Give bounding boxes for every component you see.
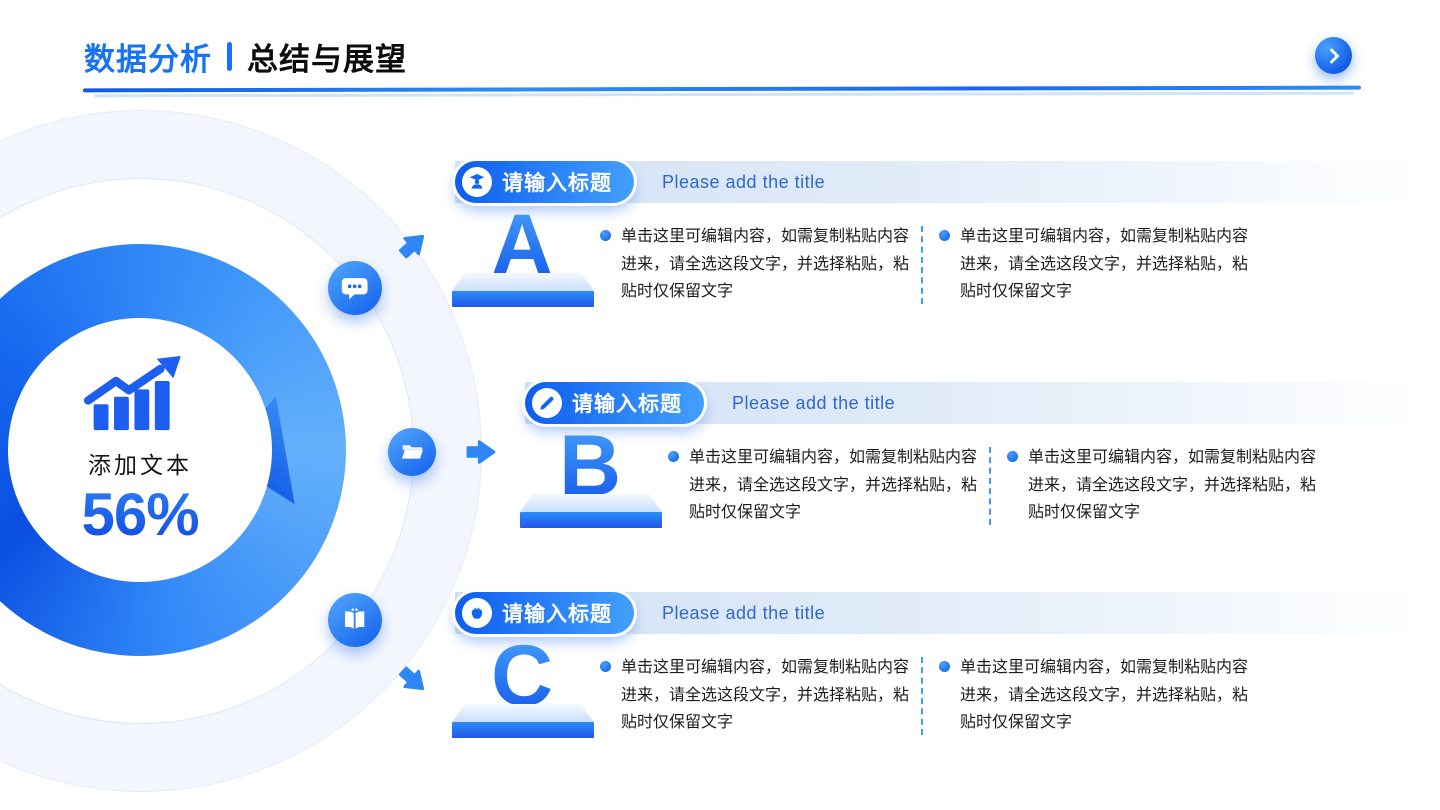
bullet-dot [939, 661, 950, 672]
open-book-icon [345, 608, 365, 630]
open-folder-icon [402, 445, 423, 459]
chevron-right-icon [1329, 48, 1339, 63]
center-circle: 添加文本 56% [8, 318, 272, 582]
section-b: 请输入标题 Please add the title B 单击这里可编辑内容，如… [0, 382, 1440, 597]
pencil-icon [532, 388, 562, 418]
platform-front [520, 512, 662, 528]
page-title-primary: 数据分析 [84, 42, 212, 77]
bullet-text: 单击这里可编辑内容，如需复制粘贴内容进来，请全选这段文字，并选择粘贴，粘贴时仅保… [621, 228, 910, 300]
chat-bubble-badge [328, 261, 382, 315]
section-a-title-pill: 请输入标题 [455, 161, 634, 203]
title-separator-bar: | [227, 42, 232, 71]
connector-arrow-down-right-icon [389, 656, 437, 704]
section-b-platform [520, 494, 662, 528]
bullet-dot [939, 230, 950, 241]
bullet-text: 单击这里可编辑内容，如需复制粘贴内容进来，请全选这段文字，并选择粘贴，粘贴时仅保… [689, 449, 978, 521]
bullet-text: 单击这里可编辑内容，如需复制粘贴内容进来，请全选这段文字，并选择粘贴，粘贴时仅保… [960, 228, 1249, 300]
bullet-item: 单击这里可编辑内容，如需复制粘贴内容进来，请全选这段文字，并选择粘贴，粘贴时仅保… [1007, 444, 1316, 527]
bullet-dot [600, 661, 611, 672]
folder-badge [388, 428, 436, 476]
graduate-person-icon [462, 167, 492, 197]
bullet-dot [600, 230, 611, 241]
connector-arrow-up-right-icon [389, 221, 437, 269]
section-c-title-en: Please add the title [662, 603, 826, 623]
bullet-item: 单击这里可编辑内容，如需复制粘贴内容进来，请全选这段文字，并选择粘贴，粘贴时仅保… [668, 444, 977, 527]
circular-infographic: 添加文本 56% [0, 0, 520, 810]
bullet-item: 单击这里可编辑内容，如需复制粘贴内容进来，请全选这段文字，并选择粘贴，粘贴时仅保… [939, 223, 1248, 306]
platform-front [452, 722, 594, 738]
dashed-divider [921, 657, 923, 735]
section-c-platform [452, 704, 594, 738]
section-c-title-pill: 请输入标题 [455, 592, 634, 634]
bullet-item: 单击这里可编辑内容，如需复制粘贴内容进来，请全选这段文字，并选择粘贴，粘贴时仅保… [600, 223, 909, 306]
bullet-text: 单击这里可编辑内容，如需复制粘贴内容进来，请全选这段文字，并选择粘贴，粘贴时仅保… [960, 659, 1249, 731]
page-title: 数据分析 | 总结与展望 [84, 34, 407, 79]
section-b-bullets: 单击这里可编辑内容，如需复制粘贴内容进来，请全选这段文字，并选择粘贴，粘贴时仅保… [668, 444, 1316, 527]
section-a: 请输入标题 Please add the title A 单击这里可编辑内容，如… [0, 161, 1440, 376]
platform-top [520, 494, 662, 512]
platform-top [452, 273, 594, 291]
bullet-dot [668, 451, 679, 462]
dashed-divider [989, 447, 991, 525]
platform-top [452, 704, 594, 722]
center-placeholder-label: 添加文本 [88, 452, 192, 478]
section-b-title-en: Please add the title [732, 393, 896, 413]
section-b-title-cn: 请输入标题 [572, 393, 682, 416]
chat-bubble-icon [342, 278, 368, 300]
section-c-bullets: 单击这里可编辑内容，如需复制粘贴内容进来，请全选这段文字，并选择粘贴，粘贴时仅保… [600, 654, 1248, 737]
section-b-title-pill: 请输入标题 [525, 382, 704, 424]
section-c-title-cn: 请输入标题 [502, 603, 612, 626]
page-title-secondary: 总结与展望 [247, 42, 407, 77]
section-a-platform [452, 273, 594, 307]
platform-front [452, 291, 594, 307]
section-a-bullets: 单击这里可编辑内容，如需复制粘贴内容进来，请全选这段文字，并选择粘贴，粘贴时仅保… [600, 223, 1248, 306]
dashed-divider [921, 226, 923, 304]
section-c: 请输入标题 Please add the title C 单击这里可编辑内容，如… [0, 592, 1440, 807]
bullet-dot [1007, 451, 1018, 462]
connector-arrow-right-icon [464, 435, 498, 469]
bullet-text: 单击这里可编辑内容，如需复制粘贴内容进来，请全选这段文字，并选择粘贴，粘贴时仅保… [621, 659, 910, 731]
section-a-title-cn: 请输入标题 [502, 172, 612, 195]
section-a-title-en: Please add the title [662, 172, 826, 192]
bullet-item: 单击这里可编辑内容，如需复制粘贴内容进来，请全选这段文字，并选择粘贴，粘贴时仅保… [600, 654, 909, 737]
center-percentage-value: 56% [81, 481, 199, 548]
book-badge [328, 593, 382, 647]
growth-bar-chart-icon [84, 356, 181, 431]
apple-icon [462, 598, 492, 628]
bullet-text: 单击这里可编辑内容，如需复制粘贴内容进来，请全选这段文字，并选择粘贴，粘贴时仅保… [1028, 449, 1317, 521]
bullet-item: 单击这里可编辑内容，如需复制粘贴内容进来，请全选这段文字，并选择粘贴，粘贴时仅保… [939, 654, 1248, 737]
next-slide-button[interactable] [1315, 37, 1352, 74]
